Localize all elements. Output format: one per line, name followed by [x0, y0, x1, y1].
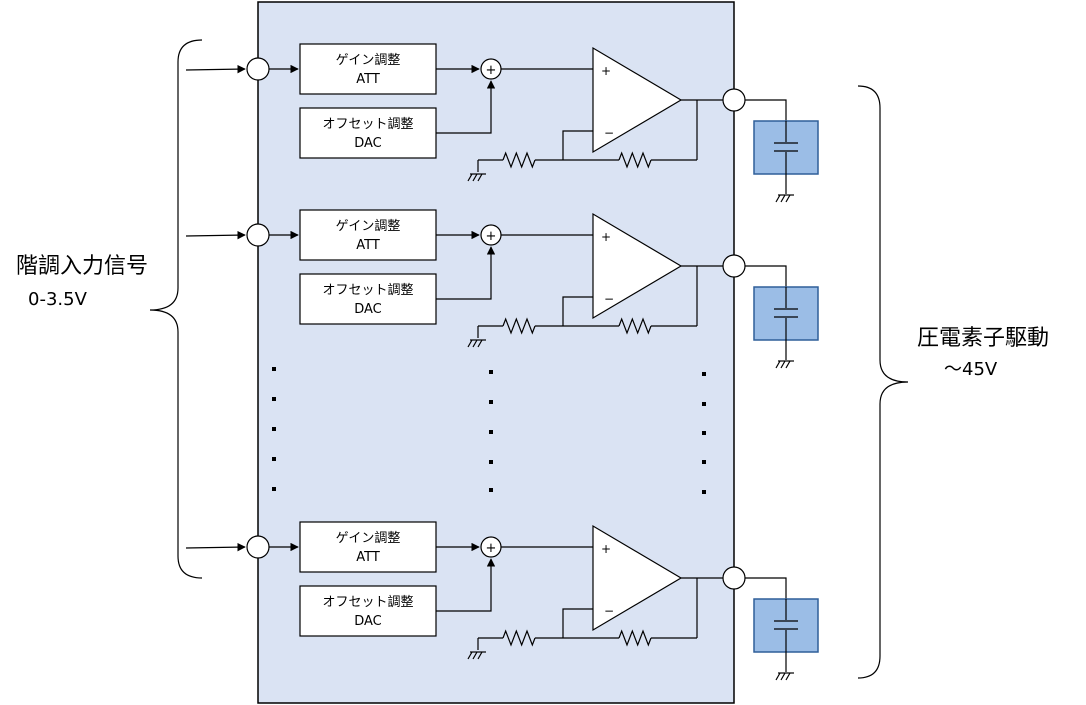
output-terminal [722, 566, 746, 590]
ground-resistor [502, 629, 536, 647]
input-wire [185, 542, 246, 552]
gain-block-title: ゲイン調整 [336, 219, 401, 234]
summing-junction-sign: + [486, 229, 497, 244]
ground-resistor [502, 317, 536, 335]
input-wire [185, 64, 246, 74]
offset-adjust-block [299, 585, 437, 637]
feedback-resistor [618, 151, 652, 169]
summing-junction-sign: + [486, 541, 497, 556]
gain-adjust-block [299, 43, 437, 95]
op-amp-plus-sign: + [601, 230, 611, 244]
op-amp-plus-sign: + [601, 64, 611, 78]
input-wire [185, 230, 246, 240]
ground-symbol-piezo [775, 672, 794, 681]
feedback-resistor [618, 629, 652, 647]
gain-adjust-block [299, 209, 437, 261]
summing-junction-sign: + [486, 63, 497, 78]
ground-symbol-resistor [467, 651, 486, 660]
op-amp-minus-sign: − [604, 126, 614, 140]
offset-to-summer-wire [436, 80, 496, 134]
feedback-resistor [618, 317, 652, 335]
op-amp [592, 46, 683, 154]
offset-to-summer-wire [436, 558, 496, 612]
output-terminal [722, 88, 746, 112]
op-amp-plus-sign: + [601, 542, 611, 556]
ground-symbol-piezo [775, 194, 794, 203]
piezo-feed-wire [745, 99, 787, 121]
gain-block-subtitle: ATT [356, 238, 380, 253]
inverting-input-wire [562, 608, 593, 638]
output-brace [857, 85, 909, 679]
piezo-feed-wire [745, 577, 787, 599]
channel-3: ゲイン調整 ATT オフセット調整 DAC + + − [185, 521, 819, 681]
op-amp [592, 212, 683, 320]
offset-block-title: オフセット調整 [322, 283, 413, 298]
gain-adjust-block [299, 521, 437, 573]
offset-block-subtitle: DAC [354, 614, 382, 629]
offset-block-title: オフセット調整 [322, 117, 413, 132]
offset-adjust-block [299, 107, 437, 159]
input-signal-label: 階調入力信号 [16, 254, 148, 279]
channel-2: ゲイン調整 ATT オフセット調整 DAC + + − [185, 209, 819, 369]
channel-1: ゲイン調整 ATT オフセット調整 DAC + + − [185, 43, 819, 203]
ground-symbol-resistor [467, 173, 486, 182]
op-amp [592, 524, 683, 632]
offset-block-subtitle: DAC [354, 302, 382, 317]
input-terminal [246, 57, 270, 81]
offset-to-summer-wire [436, 246, 496, 300]
continuation-dots [272, 367, 706, 494]
piezo-feed-wire [745, 265, 787, 287]
offset-block-subtitle: DAC [354, 136, 382, 151]
ground-resistor [502, 151, 536, 169]
channels: ゲイン調整 ATT オフセット調整 DAC + + − ゲイン調整 ATT オフセット調整 DAC +… [185, 43, 819, 681]
inverting-input-wire [562, 296, 593, 326]
input-brace [149, 39, 203, 579]
input-terminal [246, 535, 270, 559]
output-terminal [722, 254, 746, 278]
op-amp-minus-sign: − [604, 292, 614, 306]
input-voltage-label: 0-3.5V [28, 289, 88, 310]
output-drive-label: 圧電素子駆動 [917, 326, 1049, 351]
gain-block-subtitle: ATT [356, 550, 380, 565]
ground-symbol-piezo [775, 360, 794, 369]
output-voltage-label: ～45V [944, 359, 998, 380]
inverting-input-wire [562, 130, 593, 160]
gain-block-title: ゲイン調整 [336, 531, 401, 546]
gain-block-subtitle: ATT [356, 72, 380, 87]
op-amp-minus-sign: − [604, 604, 614, 618]
ground-symbol-resistor [467, 339, 486, 348]
input-terminal [246, 223, 270, 247]
gain-block-title: ゲイン調整 [336, 53, 401, 68]
offset-block-title: オフセット調整 [322, 595, 413, 610]
